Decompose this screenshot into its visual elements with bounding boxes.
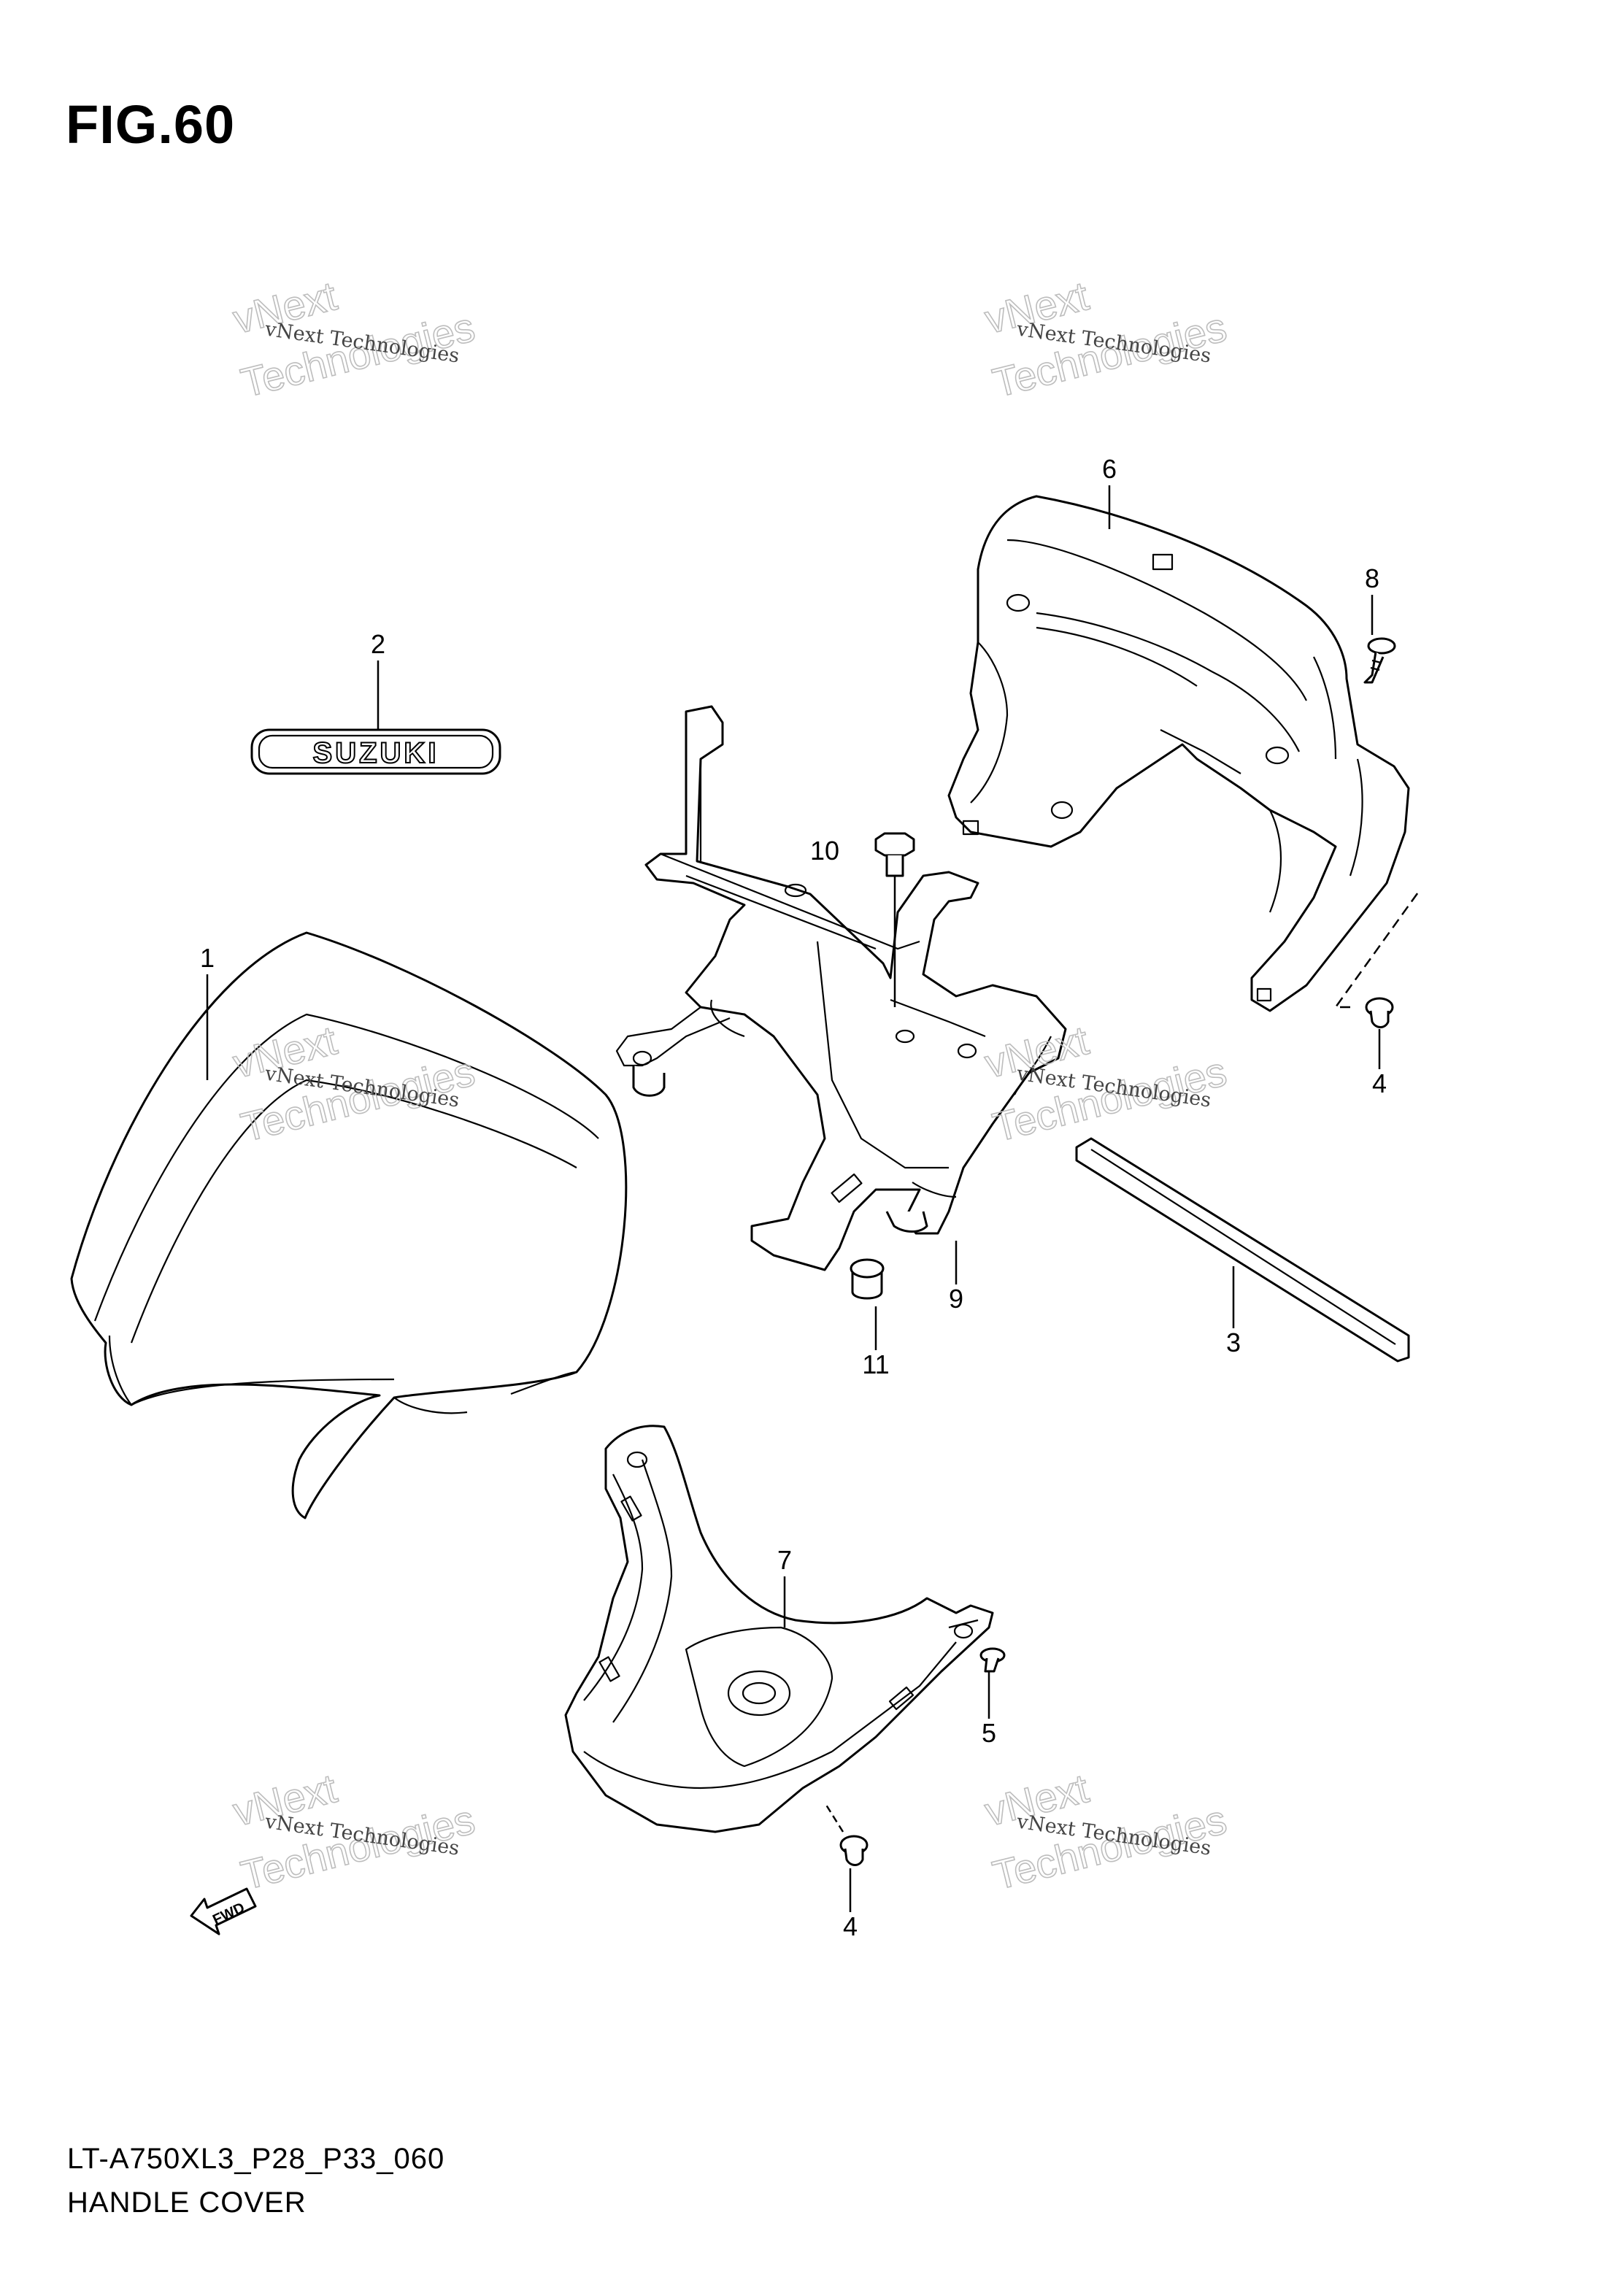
section-name: HANDLE COVER: [67, 2187, 307, 2219]
callout-6: 6: [1102, 454, 1117, 484]
model-code: LT-A750XL3_P28_P33_060: [67, 2143, 445, 2175]
part-7-handle-cover-lower: [564, 1425, 994, 1833]
callout-2: 2: [371, 629, 385, 659]
part-2-suzuki-emblem: SUZUKI: [250, 728, 501, 775]
suzuki-logo-text: SUZUKI: [313, 737, 439, 769]
watermark-top-right: vNext Technologies vNext Technologies: [979, 271, 1231, 407]
callout-labels: 1 2 3 4 4 5 6 7 8 9 10 11: [200, 454, 1387, 1941]
watermark-top-left: vNext Technologies vNext Technologies: [228, 271, 480, 407]
part-6-handle-cover-rear: [947, 495, 1410, 1012]
watermark-middle-right: vNext Technologies vNext Technologies: [979, 1016, 1231, 1151]
callout-3: 3: [1226, 1328, 1241, 1357]
forward-arrow-icon: FWD: [190, 1887, 257, 1935]
callout-11: 11: [862, 1349, 889, 1379]
part-3-seal-strip: [1075, 1137, 1410, 1363]
part-9-bracket: [615, 705, 1067, 1271]
callout-10: 10: [810, 836, 839, 866]
leader-lines: [206, 485, 1421, 1912]
callout-9: 9: [949, 1284, 963, 1314]
part-4-clip-lower: [839, 1835, 869, 1866]
figure-title: FIG.60: [66, 94, 236, 155]
callout-5: 5: [982, 1718, 996, 1748]
callout-7: 7: [777, 1545, 792, 1575]
callout-4-lower: 4: [843, 1911, 858, 1941]
part-8-screw: [1363, 637, 1396, 684]
part-1-handle-cover-front: [70, 931, 628, 1519]
watermark-bottom-right: vNext Technologies vNext Technologies: [979, 1764, 1231, 1899]
part-5-rivet: [979, 1647, 1006, 1673]
part-4-clip-upper: [1365, 997, 1394, 1028]
part-10-bolt: [874, 832, 915, 877]
part-11-collar: [850, 1258, 885, 1300]
callout-8: 8: [1365, 563, 1379, 593]
callout-4-upper: 4: [1372, 1068, 1387, 1098]
callout-1: 1: [200, 943, 215, 973]
watermark-bottom-left: vNext Technologies vNext Technologies: [228, 1764, 480, 1899]
